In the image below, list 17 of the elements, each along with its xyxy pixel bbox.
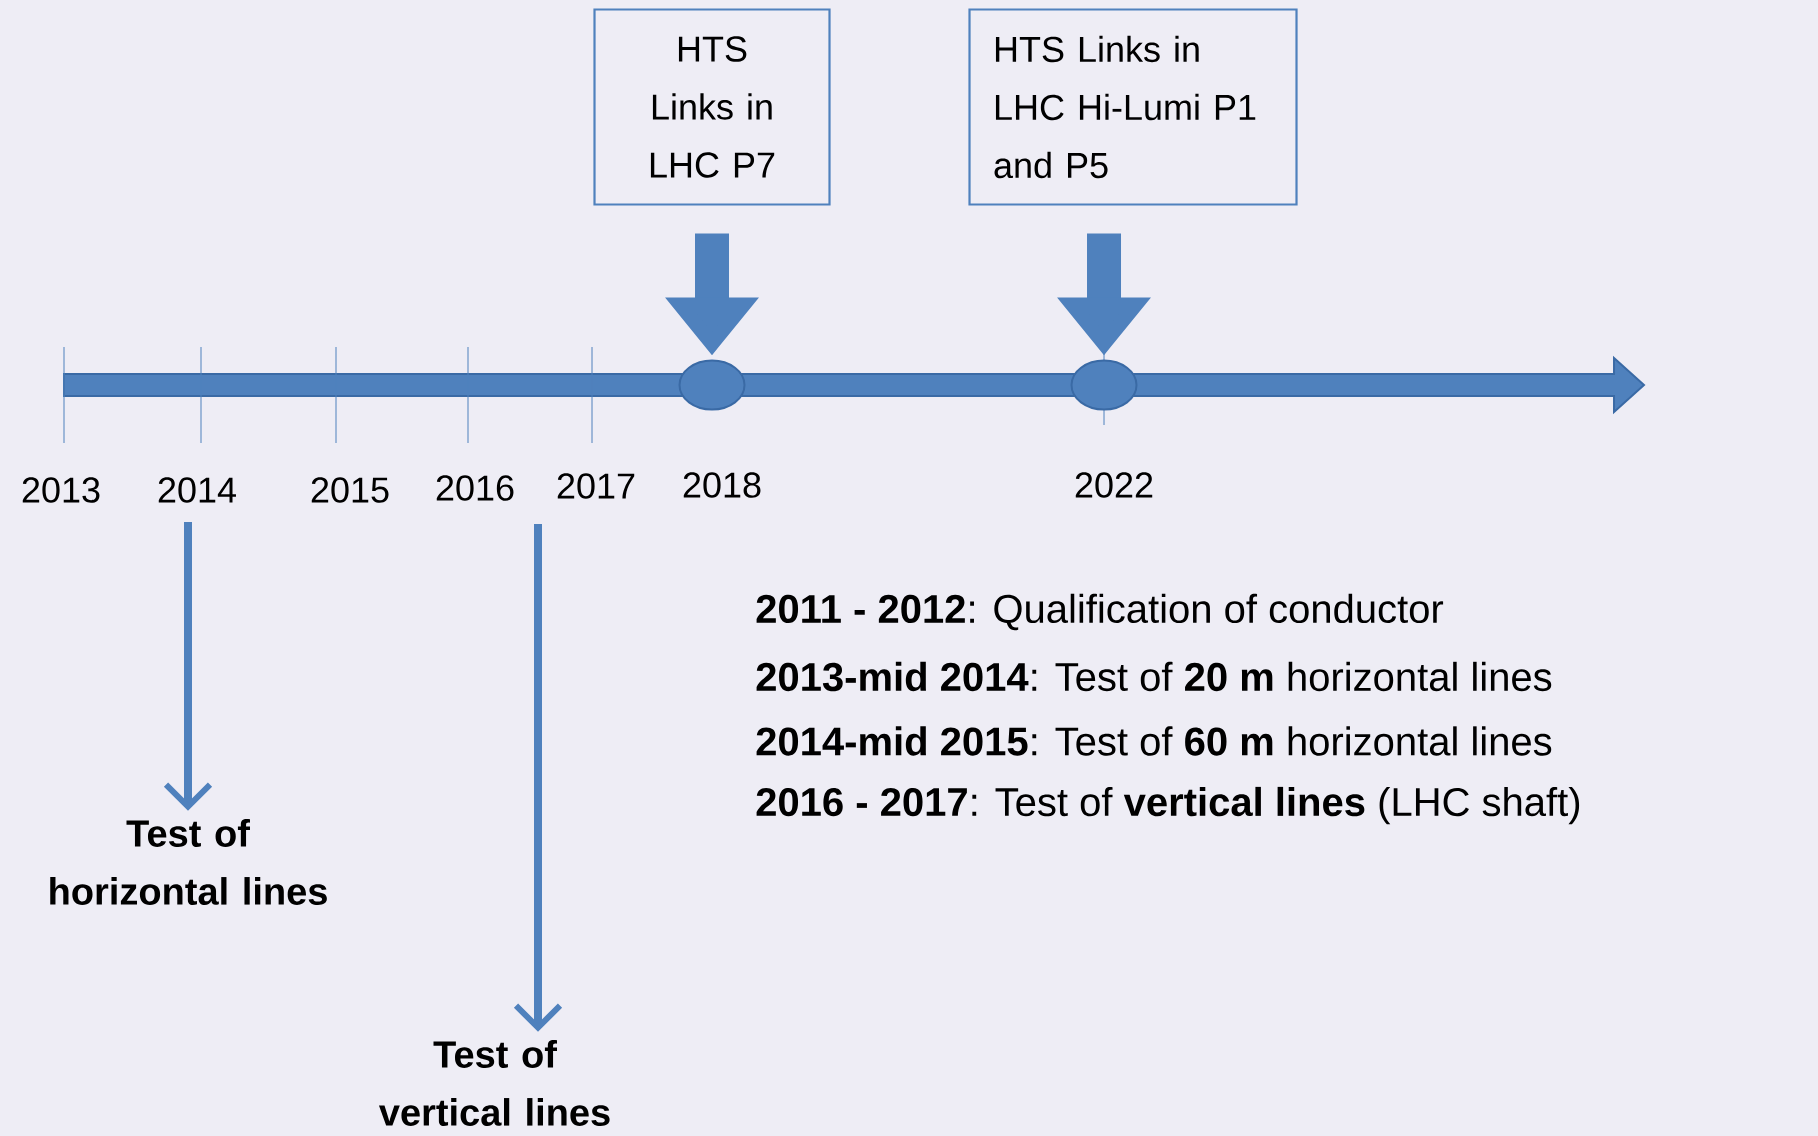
year-label: 2018 <box>683 472 761 498</box>
year-label: 2017 <box>557 473 635 499</box>
year-label: 2014 <box>158 477 236 503</box>
caption-text: Test of vertical lines <box>378 1040 610 1126</box>
note-text: 2011 - 2012: Qualification of conductor <box>756 593 1444 631</box>
milestone-ellipse <box>678 359 746 411</box>
year-label: 2022 <box>1075 472 1153 498</box>
milestone-ellipse <box>1070 359 1138 411</box>
note-text: 2013-mid 2014: Test of 20 m horizontal lines <box>756 661 1552 692</box>
year-label: 2016 <box>436 475 514 501</box>
year-label: 2015 <box>311 477 389 503</box>
note-text: 2016 - 2017: Test of vertical lines (LHC shaft) <box>756 786 1580 825</box>
year-label: 2013 <box>22 477 100 503</box>
text-box: HTS Links in LHC P7 <box>593 8 831 206</box>
text-box: HTS Links in LHC Hi-Lumi P1 and P5 <box>968 8 1298 206</box>
caption-text: Test of horizontal lines <box>50 819 327 905</box>
note-text: 2014-mid 2015: Test of 60 m horizontal lines <box>756 726 1552 756</box>
